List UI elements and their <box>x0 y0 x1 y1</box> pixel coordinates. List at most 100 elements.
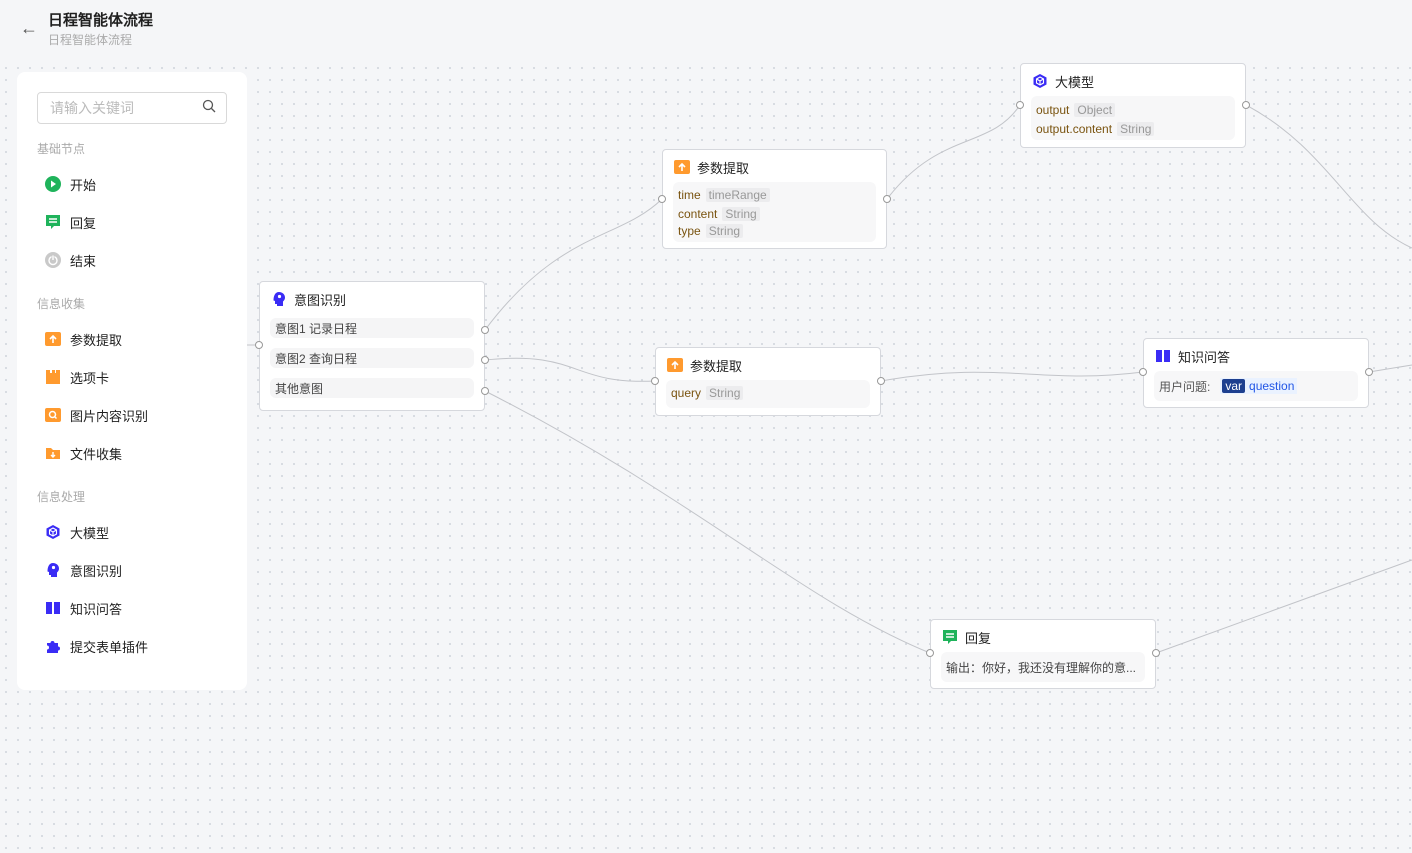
item-label: 结束 <box>70 253 97 269</box>
item-label: 选项卡 <box>70 370 110 386</box>
field-label: 用户问题: <box>1159 379 1211 394</box>
edge <box>484 390 931 654</box>
node-intent[interactable]: 意图识别 意图1 记录日程 意图2 查询日程 其他意图 <box>259 281 485 411</box>
header: ← 日程智能体流程 日程智能体流程 <box>0 0 1412 62</box>
item-label: 回复 <box>70 215 97 231</box>
node-knowledge-qa[interactable]: 知识问答 用户问题: var question <box>1143 338 1369 408</box>
var-name: question <box>1249 379 1295 393</box>
param-type: String <box>706 385 744 400</box>
palette-item-llm[interactable]: 大模型 <box>37 513 227 551</box>
output-port[interactable] <box>481 326 489 334</box>
book-icon <box>1154 347 1172 365</box>
item-label: 文件收集 <box>70 446 123 462</box>
puzzle-icon <box>45 638 61 654</box>
palette-item-form-plugin[interactable]: 提交表单插件 <box>37 627 227 665</box>
node-reply[interactable]: 回复 输出：你好，我还没有理解你的意... <box>930 619 1156 689</box>
param-type: String <box>1117 121 1155 136</box>
edge <box>1155 559 1412 654</box>
page-title: 日程智能体流程 <box>48 12 154 29</box>
edge <box>880 371 1144 382</box>
input-port[interactable] <box>926 649 934 657</box>
palette-item-knowledge-qa[interactable]: 知识问答 <box>37 589 227 627</box>
item-label: 大模型 <box>70 525 110 541</box>
cube-icon <box>45 524 61 540</box>
cube-icon <box>1031 72 1049 90</box>
upload-icon <box>673 158 691 176</box>
input-port[interactable] <box>651 377 659 385</box>
item-label: 提交表单插件 <box>70 639 149 655</box>
upload-icon <box>666 356 684 374</box>
folder-icon <box>45 445 61 461</box>
palette-item-file-collect[interactable]: 文件收集 <box>37 434 227 472</box>
head-icon <box>45 562 61 578</box>
palette-item-image-recognition[interactable]: 图片内容识别 <box>37 396 227 434</box>
palette-item-end[interactable]: 结束 <box>37 241 227 279</box>
output-port[interactable] <box>1365 368 1373 376</box>
edge <box>886 104 1021 200</box>
group-label: 信息处理 <box>37 490 86 504</box>
param-name: time <box>678 187 701 202</box>
search-input[interactable] <box>50 100 190 116</box>
palette-item-start[interactable]: 开始 <box>37 165 227 203</box>
edge <box>1368 364 1412 373</box>
item-label: 参数提取 <box>70 332 123 348</box>
upload-icon <box>45 331 61 347</box>
intent-branch: 其他意图 <box>270 378 474 398</box>
input-port[interactable] <box>1016 101 1024 109</box>
group-label: 基础节点 <box>37 142 86 156</box>
output-port[interactable] <box>481 356 489 364</box>
param-type: timeRange <box>705 187 770 202</box>
search-icon[interactable] <box>202 99 216 118</box>
output-port[interactable] <box>1242 101 1250 109</box>
chat-icon <box>45 214 61 230</box>
output-port[interactable] <box>883 195 891 203</box>
head-icon <box>270 290 288 308</box>
item-label: 图片内容识别 <box>70 408 149 424</box>
node-param-extract[interactable]: 参数提取 query String <box>655 347 881 416</box>
output-port[interactable] <box>481 387 489 395</box>
var-tag: var <box>1222 379 1246 393</box>
node-palette: 基础节点 开始 回复 结束 信息收集 参数提取 选项卡 图片内容识别 文件收集 … <box>17 72 247 690</box>
output-port[interactable] <box>877 377 885 385</box>
param-name: output <box>1036 102 1070 117</box>
power-icon <box>45 252 61 268</box>
play-icon <box>45 176 61 192</box>
image-search-icon <box>45 407 61 423</box>
param-name: output.content <box>1036 121 1113 136</box>
input-port[interactable] <box>658 195 666 203</box>
param-type: String <box>722 206 760 221</box>
param-type: Object <box>1074 102 1116 117</box>
palette-item-intent[interactable]: 意图识别 <box>37 551 227 589</box>
palette-item-tabs[interactable]: 选项卡 <box>37 358 227 396</box>
output-port[interactable] <box>1152 649 1160 657</box>
node-title: 意图识别 <box>294 292 347 308</box>
node-title: 参数提取 <box>690 358 743 374</box>
search-box[interactable] <box>37 92 227 124</box>
tab-card-icon <box>45 369 61 385</box>
book-icon <box>45 600 61 616</box>
palette-item-param-extract[interactable]: 参数提取 <box>37 320 227 358</box>
page-subtitle: 日程智能体流程 <box>48 33 133 47</box>
item-label: 意图识别 <box>70 563 123 579</box>
node-title: 知识问答 <box>1178 349 1231 365</box>
edge <box>1245 104 1412 249</box>
node-llm[interactable]: 大模型 output Object output.content String <box>1020 63 1246 148</box>
node-title: 回复 <box>965 630 992 646</box>
edge <box>484 198 663 331</box>
input-port[interactable] <box>1139 368 1147 376</box>
palette-item-reply[interactable]: 回复 <box>37 203 227 241</box>
group-label: 信息收集 <box>37 297 86 311</box>
back-arrow-icon[interactable]: ← <box>20 18 38 38</box>
param-name: query <box>671 385 702 400</box>
node-title: 大模型 <box>1055 74 1095 90</box>
intent-branch: 意图2 查询日程 <box>270 348 474 368</box>
param-name: content <box>678 206 718 221</box>
input-port[interactable] <box>255 341 263 349</box>
param-name: type <box>678 223 701 238</box>
node-title: 参数提取 <box>697 160 750 176</box>
reply-output: 输出：你好，我还没有理解你的意... <box>946 660 1137 675</box>
item-label: 知识问答 <box>70 601 123 617</box>
item-label: 开始 <box>70 177 97 193</box>
